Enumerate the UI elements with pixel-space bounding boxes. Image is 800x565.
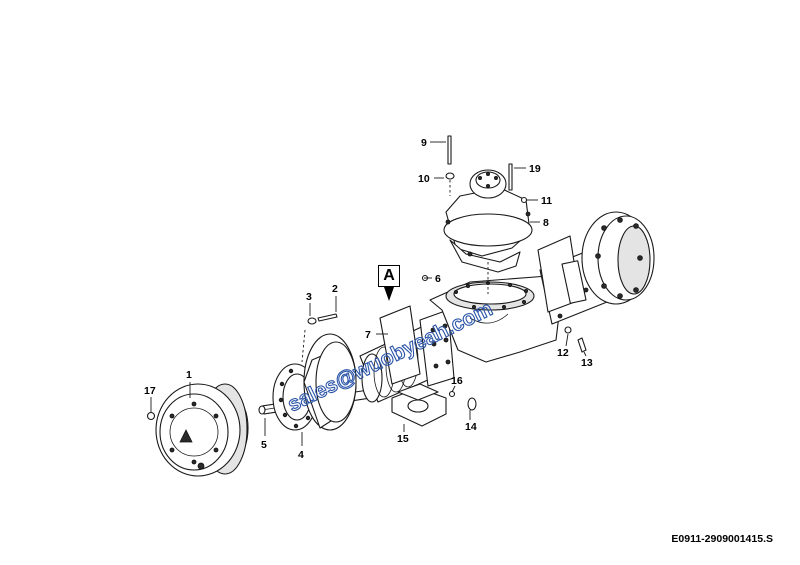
view-arrow-icon xyxy=(384,287,394,301)
callout-17: 17 xyxy=(144,385,156,397)
callout-10: 10 xyxy=(418,173,430,185)
callout-14: 14 xyxy=(465,421,477,433)
hub-assembly-part-1 xyxy=(155,383,249,477)
callout-1: 1 xyxy=(186,369,192,381)
bolts-and-washers xyxy=(301,135,587,411)
callout-13: 13 xyxy=(581,357,593,369)
callout-7: 7 xyxy=(365,329,371,341)
differential-carrier-part-8 xyxy=(443,169,533,294)
callout-8: 8 xyxy=(543,217,549,229)
view-a-label: A xyxy=(378,265,400,287)
callout-15: 15 xyxy=(397,433,409,445)
brake-disc xyxy=(303,333,357,431)
callout-3: 3 xyxy=(306,291,312,303)
right-hub xyxy=(581,211,655,305)
callout-2: 2 xyxy=(332,283,338,295)
drawing-code: E0911-2909001415.S xyxy=(671,533,773,545)
callout-12: 12 xyxy=(557,347,569,359)
callout-4: 4 xyxy=(298,449,304,461)
callout-labels: 1 2 3 4 5 6 7 8 9 10 11 12 13 14 15 16 1… xyxy=(144,137,593,461)
mount-bracket-part-15 xyxy=(391,383,447,427)
callout-9: 9 xyxy=(421,137,427,149)
axle-tube-part-7 xyxy=(359,305,455,403)
callout-11: 11 xyxy=(541,195,552,207)
callout-5: 5 xyxy=(261,439,267,451)
callout-6: 6 xyxy=(435,273,441,285)
leader-lines xyxy=(189,141,587,446)
axle-center-housing xyxy=(429,275,563,363)
callout-16: 16 xyxy=(451,375,463,387)
callout-19: 19 xyxy=(529,163,541,175)
plug-part-17 xyxy=(146,397,156,421)
